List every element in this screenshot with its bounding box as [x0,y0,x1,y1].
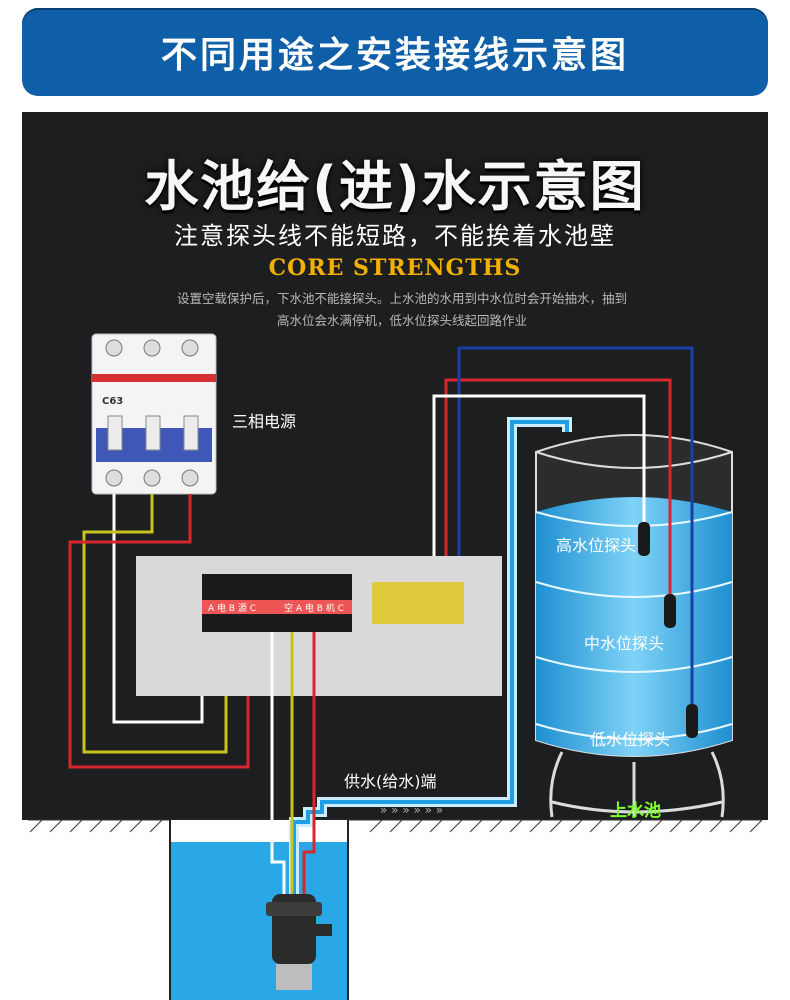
ground [22,820,768,1000]
lower-sump-water [170,842,348,1000]
control-box: A 电 B 源 C 空 A 电 B 机 C [136,556,502,696]
high-probe-label: 高水位探头 [556,536,637,555]
breaker-model: C63 [102,396,123,407]
diagram-note: 设置空载保护后，下水池不能接探头。上水池的水用到中水位时会开始抽水，抽到高水位会… [176,291,627,328]
circuit-breaker: C63 [91,333,217,495]
ground-hatching [28,819,763,833]
header-banner: 不同用途之安装接线示意图 [22,8,768,96]
upper-tank [535,434,733,818]
mid-probe-label: 中水位探头 [584,634,665,653]
mid-probe-wire [444,378,672,596]
core-strengths-label: CORE STRENGTHS [268,255,522,281]
power-label: 三相电源 [232,412,297,431]
diagram-subtitle: 注意探头线不能短路，不能挨着水池壁 [174,222,616,250]
submersible-pump [266,894,332,990]
supply-label: 供水(给水)端 [344,772,437,791]
wiring-diagram-panel: C63 A 电 B 源 C 空 A 电 B 机 C » » » » » » 水池… [22,112,768,1000]
wiring-diagram: C63 A 电 B 源 C 空 A 电 B 机 C » » » » » » [22,333,768,1000]
low-probe [686,704,698,738]
high-probe-wire [432,394,646,560]
low-probe-wire [457,346,694,706]
svg-text:» » » » » »: » » » » » » [380,803,443,817]
high-probe [638,522,650,556]
terminal-motor: 空 A 电 B 机 C [284,602,344,614]
diagram-title: 水池给(进)水示意图 [144,155,646,218]
terminal-power: A 电 B 源 C [208,602,256,614]
low-probe-label: 低水位探头 [590,730,671,749]
mid-probe [664,594,676,628]
upper-tank-label: 上水池 [610,801,661,821]
banner-title: 不同用途之安装接线示意图 [160,34,629,76]
